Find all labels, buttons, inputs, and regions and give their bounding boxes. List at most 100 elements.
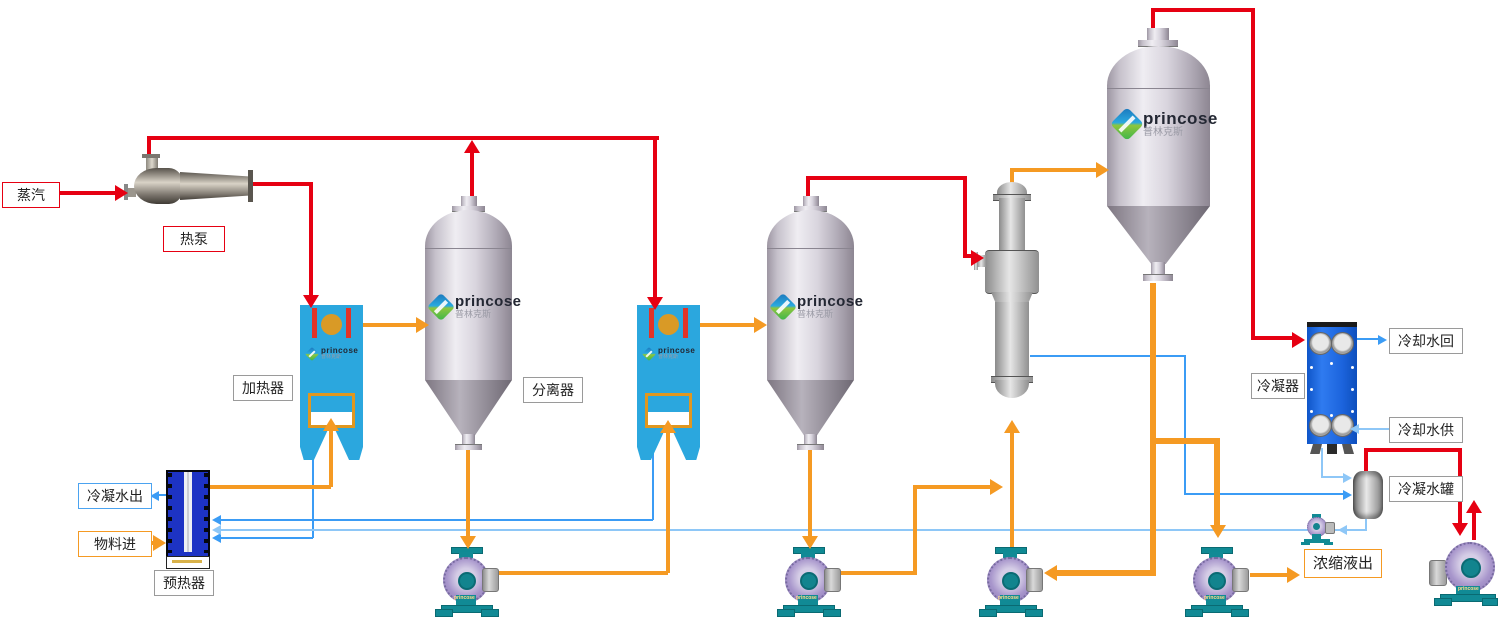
arrow-into-heater1-bottom [323, 418, 339, 431]
brand-name: princose [455, 293, 522, 310]
heater2-drain-pipe [221, 519, 653, 521]
column-drain-pipe [1184, 493, 1344, 495]
arrow-into-pump5 [1452, 523, 1468, 536]
pump-motor [482, 568, 499, 592]
pump-brand-text: princose [454, 595, 475, 601]
separator-dome [1107, 46, 1210, 90]
column-top-cap [997, 182, 1027, 195]
pump-suction [801, 552, 815, 559]
separator-weld-line [767, 248, 854, 249]
cooling-water-supply-label: 冷却水供 [1389, 417, 1463, 443]
pump-motor [824, 568, 841, 592]
pump-2: princose [776, 543, 841, 617]
separator2-vapor-pipe [963, 176, 967, 258]
pump2-discharge-pipe [841, 571, 917, 575]
arrow-condensate-out [150, 491, 159, 501]
heater1-drain-pipe [312, 448, 314, 538]
heater1-drain-pipe [221, 537, 313, 539]
heater-nozzle-mark [346, 308, 351, 338]
pump-foot [1185, 609, 1203, 617]
separator1-to-pump1-pipe [466, 450, 470, 536]
column-to-separator3-pipe [1010, 168, 1096, 172]
arrow-steam-in [115, 185, 128, 201]
arrow-material-in [153, 535, 166, 551]
heater-label: 加热器 [233, 375, 293, 401]
arrow-into-heater1-top [303, 295, 319, 308]
brand-name-cn: 普林克斯 [658, 354, 679, 361]
preheater [166, 468, 210, 569]
heater2-to-separator2-pipe [696, 323, 754, 327]
steam-ejector [120, 150, 260, 210]
pump-pedestal [456, 595, 476, 607]
concentrate-out-pipe [1250, 573, 1287, 577]
cooling-water-supply-pipe [1359, 428, 1391, 430]
brand-name: princose [321, 346, 359, 355]
pump-hub [1208, 572, 1226, 590]
separator3-vapor-pipe [1151, 10, 1155, 30]
pump-brand-text: princose [1204, 595, 1225, 601]
condensate-out-label: 冷凝水出 [78, 483, 152, 509]
tubular-heater-column [974, 180, 1039, 420]
arrow-into-condenser [1292, 332, 1305, 348]
bottoms-to-pump3-pipe [1057, 570, 1156, 576]
pump-hub [1313, 523, 1320, 530]
heater-nozzle-mark [312, 308, 317, 338]
ejector-inlet-nozzle [128, 188, 136, 197]
ejector-top-flange [142, 154, 160, 158]
arrow-into-pump1 [460, 536, 476, 549]
condensate-to-tank-pipe [1364, 452, 1368, 474]
ejector-body [134, 168, 184, 204]
brand-name-cn: 普林克斯 [1143, 126, 1183, 138]
pump-pedestal [1312, 534, 1321, 539]
separator-cone [767, 380, 854, 436]
pump-foot [1025, 609, 1043, 617]
heater-sump-window [308, 393, 355, 428]
pump-foot [823, 609, 841, 617]
pump-motor [1325, 522, 1335, 534]
pump-pedestal [1456, 586, 1480, 596]
bottoms-to-pump4-pipe [1214, 438, 1220, 525]
preheater-label: 预热器 [154, 570, 214, 596]
separator-dome [767, 210, 854, 250]
condenser [1307, 322, 1357, 454]
princose-icon [1110, 107, 1144, 142]
brand-name: princose [797, 293, 864, 310]
brand-name: princose [658, 346, 696, 355]
pump-1: princose [434, 543, 499, 617]
pump-foot [435, 609, 453, 617]
column-collar [985, 250, 1039, 294]
condenser-bolts [1310, 366, 1313, 369]
condenser-foot [1310, 444, 1322, 454]
brand-name: princose [1143, 109, 1218, 128]
small-condensate-pump [1300, 514, 1336, 546]
princose-icon [426, 292, 456, 321]
separator2-to-pump2-pipe [808, 450, 812, 536]
arrow-into-separator2 [754, 317, 767, 333]
separator-bottom-flange [1143, 274, 1173, 281]
condensate-tank-label: 冷凝水罐 [1389, 476, 1463, 502]
arrow-into-separator1 [416, 317, 429, 333]
column-drain-pipe [1184, 355, 1186, 495]
vapor-header-pipe [147, 136, 659, 140]
bottoms-to-pump4-pipe [1152, 438, 1220, 444]
condenser-drain-pipe [1321, 476, 1344, 478]
column-neck [999, 198, 1025, 250]
separator-weld-line [425, 248, 512, 249]
concentrate-out-label: 浓缩液出 [1304, 549, 1382, 578]
pump-foot [1231, 609, 1249, 617]
heater-port [658, 314, 679, 335]
pump-foot [1324, 542, 1333, 545]
cooling-water-return-label: 冷却水回 [1389, 328, 1463, 354]
separator1-vapor-pipe [470, 153, 474, 199]
arrow-pump2-junction [990, 479, 1003, 495]
pump-foot [1301, 542, 1310, 545]
vapor-to-condenser-pipe [1251, 336, 1292, 340]
heater2-drain-pipe [652, 448, 654, 520]
material-in-label: 物料进 [78, 531, 152, 557]
pump1-to-heater2-pipe [666, 433, 670, 573]
